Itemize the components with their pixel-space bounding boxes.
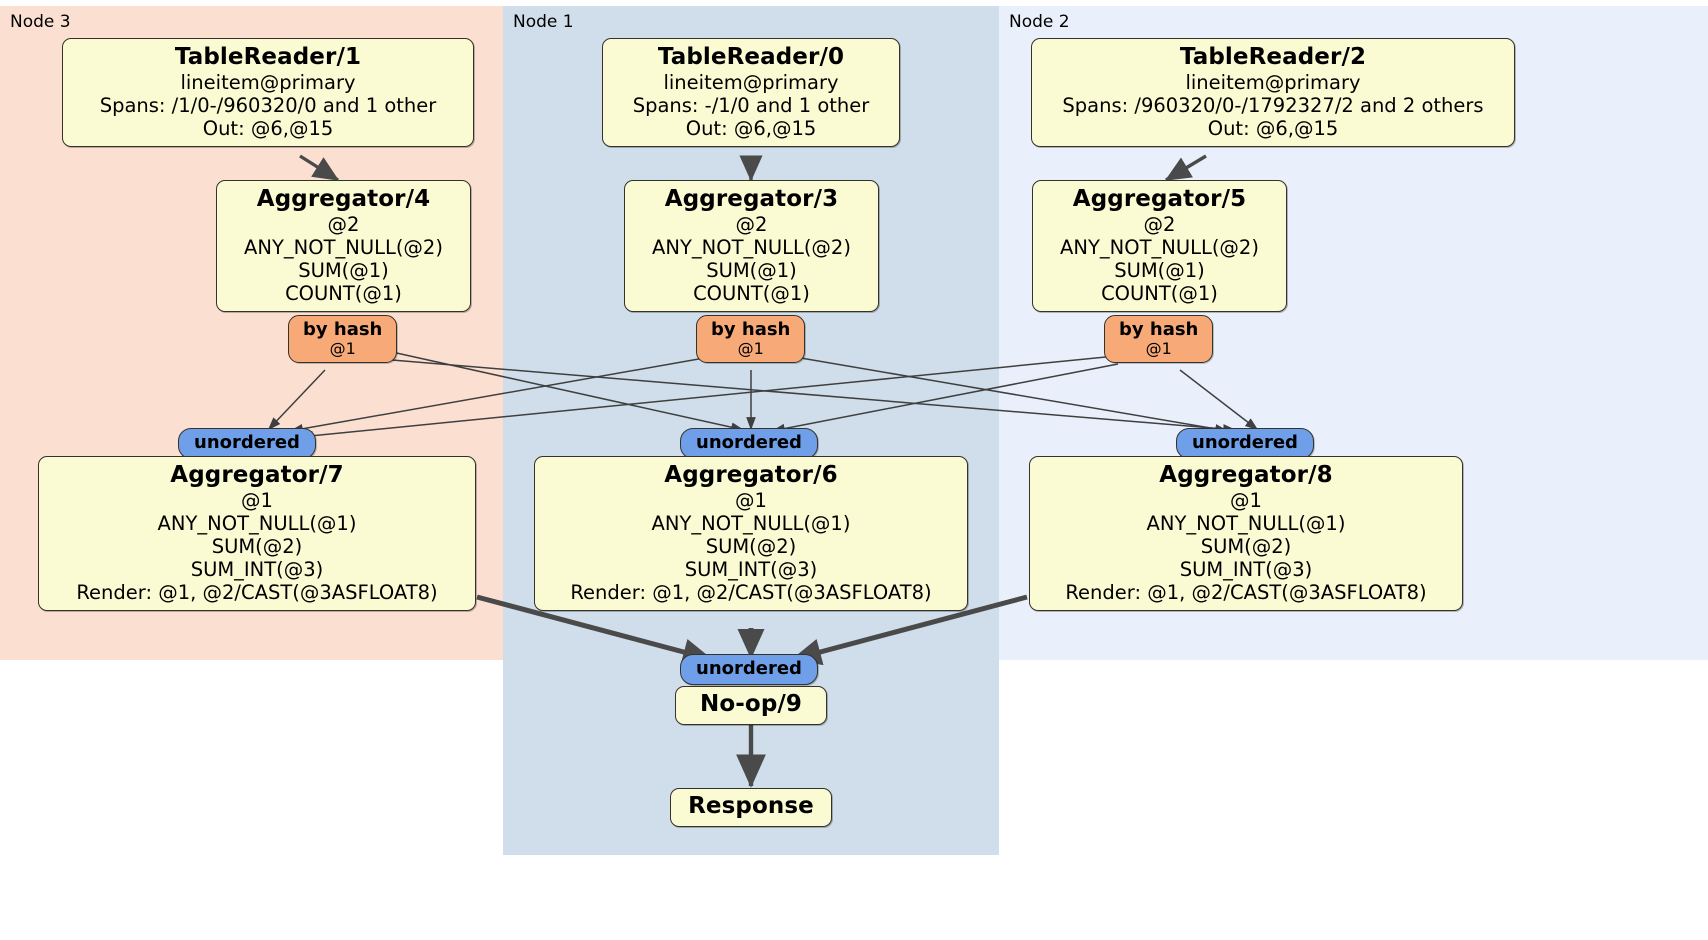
synchronizer-label: unordered <box>1192 432 1298 453</box>
processor-line: ANY_NOT_NULL(@1) <box>157 512 357 536</box>
processor-table-reader-0[interactable]: TableReader/0 lineitem@primary Spans: -/… <box>602 38 900 148</box>
processor-title: No-op/9 <box>700 691 802 717</box>
router-sublabel: @1 <box>329 338 356 358</box>
processor-table-reader-2[interactable]: TableReader/2 lineitem@primary Spans: /9… <box>1031 38 1515 148</box>
processor-aggregator-8[interactable]: Aggregator/8 @1 ANY_NOT_NULL(@1) SUM(@2)… <box>1029 456 1463 612</box>
input-synchronizer-unordered-aggregator-8[interactable]: unordered <box>1176 428 1314 459</box>
processor-line: COUNT(@1) <box>1101 282 1218 306</box>
processor-line: @2 <box>1143 213 1176 237</box>
processor-line: ANY_NOT_NULL(@1) <box>651 512 851 536</box>
processor-line: SUM_INT(@3) <box>1179 558 1313 582</box>
synchronizer-label: unordered <box>696 432 802 453</box>
processor-line: ANY_NOT_NULL(@2) <box>652 236 851 260</box>
processor-noop-9[interactable]: No-op/9 <box>675 686 827 726</box>
processor-line: SUM(@1) <box>298 259 389 283</box>
processor-aggregator-4[interactable]: Aggregator/4 @2 ANY_NOT_NULL(@2) SUM(@1)… <box>216 180 471 313</box>
processor-line: Out: @6,@15 <box>1207 117 1339 141</box>
node-region-label-node3: Node 3 <box>10 12 71 32</box>
processor-line: Out: @6,@15 <box>202 117 334 141</box>
processor-line: Out: @6,@15 <box>685 117 817 141</box>
processor-aggregator-6[interactable]: Aggregator/6 @1 ANY_NOT_NULL(@1) SUM(@2)… <box>534 456 968 612</box>
processor-line: @2 <box>735 213 768 237</box>
processor-line: lineitem@primary <box>1185 71 1361 95</box>
processor-line: ANY_NOT_NULL(@2) <box>244 236 443 260</box>
processor-line: Spans: /1/0-/960320/0 and 1 other <box>99 94 437 118</box>
processor-line: lineitem@primary <box>663 71 839 95</box>
processor-line: COUNT(@1) <box>693 282 810 306</box>
output-router-by-hash-aggregator-3[interactable]: by hash @1 <box>696 315 806 364</box>
processor-line: SUM(@2) <box>1200 535 1292 559</box>
processor-line: SUM(@2) <box>705 535 797 559</box>
processor-line: Spans: -/1/0 and 1 other <box>632 94 870 118</box>
processor-line: ANY_NOT_NULL(@1) <box>1146 512 1346 536</box>
synchronizer-label: unordered <box>696 658 802 679</box>
processor-title: Aggregator/3 <box>664 186 839 212</box>
processor-line: ANY_NOT_NULL(@2) <box>1060 236 1259 260</box>
processor-title: Aggregator/5 <box>1072 186 1247 212</box>
processor-line: lineitem@primary <box>180 71 356 95</box>
node-region-label-node2: Node 2 <box>1009 12 1070 32</box>
router-label: by hash <box>303 319 383 340</box>
processor-line: Render: @1, @2/CAST(@3ASFLOAT8) <box>76 581 438 605</box>
processor-title: TableReader/0 <box>657 44 845 70</box>
processor-line: Spans: /960320/0-/1792327/2 and 2 others <box>1062 94 1484 118</box>
processor-line: @1 <box>1230 489 1262 513</box>
processor-title: Aggregator/7 <box>170 462 344 488</box>
processor-line: SUM(@1) <box>706 259 797 283</box>
processor-line: COUNT(@1) <box>285 282 402 306</box>
processor-line: SUM(@2) <box>211 535 303 559</box>
processor-title: TableReader/1 <box>174 44 362 70</box>
router-label: by hash <box>1119 319 1199 340</box>
processor-table-reader-1[interactable]: TableReader/1 lineitem@primary Spans: /1… <box>62 38 474 148</box>
processor-line: @1 <box>735 489 767 513</box>
processor-title: TableReader/2 <box>1179 44 1367 70</box>
processor-line: @2 <box>327 213 360 237</box>
node-region-label-node1: Node 1 <box>513 12 574 32</box>
processor-response[interactable]: Response <box>670 788 832 828</box>
processor-aggregator-5[interactable]: Aggregator/5 @2 ANY_NOT_NULL(@2) SUM(@1)… <box>1032 180 1287 313</box>
processor-title: Aggregator/8 <box>1159 462 1333 488</box>
processor-aggregator-3[interactable]: Aggregator/3 @2 ANY_NOT_NULL(@2) SUM(@1)… <box>624 180 879 313</box>
input-synchronizer-unordered-aggregator-7[interactable]: unordered <box>178 428 316 459</box>
processor-line: Render: @1, @2/CAST(@3ASFLOAT8) <box>570 581 932 605</box>
input-synchronizer-unordered-aggregator-6[interactable]: unordered <box>680 428 818 459</box>
processor-line: @1 <box>241 489 273 513</box>
output-router-by-hash-aggregator-5[interactable]: by hash @1 <box>1104 315 1214 364</box>
input-synchronizer-unordered-noop-9[interactable]: unordered <box>680 654 818 685</box>
router-sublabel: @1 <box>1145 338 1172 358</box>
processor-title: Aggregator/6 <box>664 462 838 488</box>
router-label: by hash <box>711 319 791 340</box>
processor-title: Aggregator/4 <box>256 186 431 212</box>
processor-aggregator-7[interactable]: Aggregator/7 @1 ANY_NOT_NULL(@1) SUM(@2)… <box>38 456 476 612</box>
router-sublabel: @1 <box>737 338 764 358</box>
processor-line: SUM_INT(@3) <box>684 558 818 582</box>
processor-line: SUM_INT(@3) <box>190 558 324 582</box>
synchronizer-label: unordered <box>194 432 300 453</box>
output-router-by-hash-aggregator-4[interactable]: by hash @1 <box>288 315 398 364</box>
processor-line: Render: @1, @2/CAST(@3ASFLOAT8) <box>1065 581 1427 605</box>
processor-title: Response <box>688 793 814 819</box>
processor-line: SUM(@1) <box>1114 259 1205 283</box>
